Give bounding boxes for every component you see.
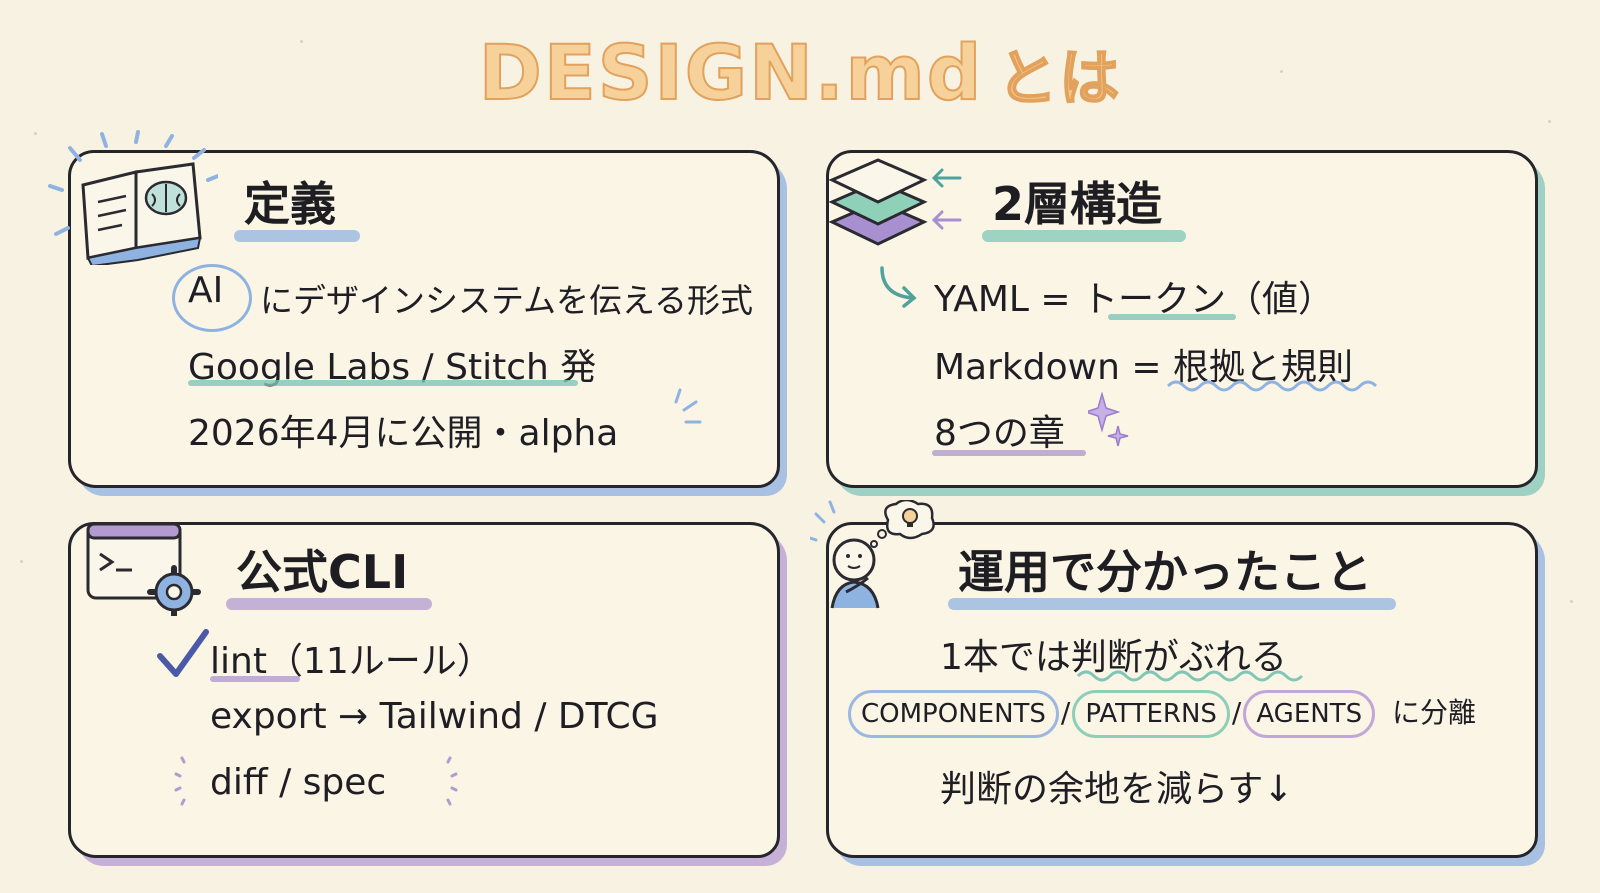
definition-ai: AI xyxy=(188,270,224,311)
sparkle-icon xyxy=(1088,392,1129,447)
cli-line-1: lint（11ルール） xyxy=(210,641,493,682)
layers-icon xyxy=(828,158,962,246)
wavy-underline xyxy=(1166,380,1378,392)
learned-line-1: 1本では判断がぶれる xyxy=(940,637,1287,678)
definition-line-3: 2026年4月に公開・alpha xyxy=(188,413,619,454)
checkmark-icon xyxy=(157,629,209,677)
title-main: DESIGN.md xyxy=(478,27,984,118)
learned-line-3: 判断の余地を減らす↓ xyxy=(940,769,1294,810)
heading-highlight xyxy=(982,230,1187,242)
dashes-icon xyxy=(174,756,458,806)
structure-line-1: YAML = トークン（値） xyxy=(934,279,1334,320)
underline-chapters xyxy=(932,450,1086,456)
structure-line-2: Markdown = 根拠と規則 xyxy=(934,347,1353,388)
terminal-gear-icon xyxy=(86,522,201,616)
underline-lint xyxy=(210,676,300,682)
learned-line-2: COMPONENTS/PATTERNS/AGENTS に分離 xyxy=(846,690,1476,738)
cli-line-3: diff / spec xyxy=(210,762,387,803)
curved-arrow-icon xyxy=(880,266,917,308)
heading-learned: 運用で分かったこと xyxy=(948,536,1396,610)
underline-token xyxy=(1108,314,1236,320)
book-brain-icon xyxy=(48,130,218,265)
heading-definition: 定義 xyxy=(234,168,360,242)
title-suffix: とは xyxy=(996,43,1122,115)
pill-agents: AGENTS xyxy=(1243,690,1376,738)
split-text: に分離 xyxy=(1392,696,1477,729)
separator: / xyxy=(1060,696,1071,729)
heading-structure: 2層構造 xyxy=(982,168,1187,242)
structure-line-3: 8つの章 xyxy=(934,413,1065,454)
cli-line-2: export → Tailwind / DTCG xyxy=(210,696,659,737)
sparkle-lines-icon xyxy=(674,388,702,424)
pill-components: COMPONENTS xyxy=(848,690,1059,738)
definition-line-1: にデザインシステムを伝える形式 xyxy=(260,281,754,320)
thinking-person-icon xyxy=(810,500,935,609)
underline-google xyxy=(188,380,578,386)
wavy-underline xyxy=(1076,670,1304,682)
heading-highlight xyxy=(234,230,360,242)
heading-highlight xyxy=(948,598,1396,610)
heading-cli: 公式CLI xyxy=(226,536,433,610)
heading-highlight xyxy=(226,598,433,610)
ai-circle xyxy=(172,264,252,332)
separator: / xyxy=(1231,696,1242,729)
pill-patterns: PATTERNS xyxy=(1072,690,1230,738)
